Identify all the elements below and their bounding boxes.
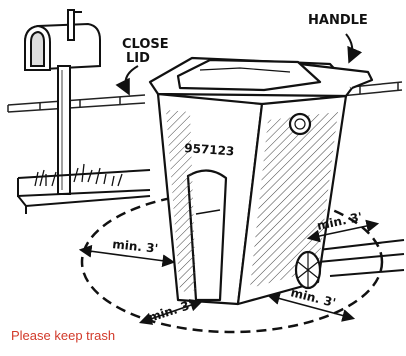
mailbox (25, 10, 100, 194)
caption-text: Please keep trash (11, 328, 115, 343)
close-lid-label-line2: LID (126, 51, 150, 66)
clearance-label-bottom-left: min. 3' (147, 297, 195, 325)
clearance-label-bottom-right: min. 3' (289, 285, 337, 310)
trash-cart (150, 58, 372, 304)
close-lid-label-line1: CLOSE (122, 37, 169, 52)
handle-label: HANDLE (308, 13, 368, 28)
close-lid-arrow (126, 66, 138, 92)
caption-crop-edge (0, 348, 406, 356)
handle-arrow (346, 34, 352, 60)
clearance-label-left: min. 3' (112, 237, 159, 256)
